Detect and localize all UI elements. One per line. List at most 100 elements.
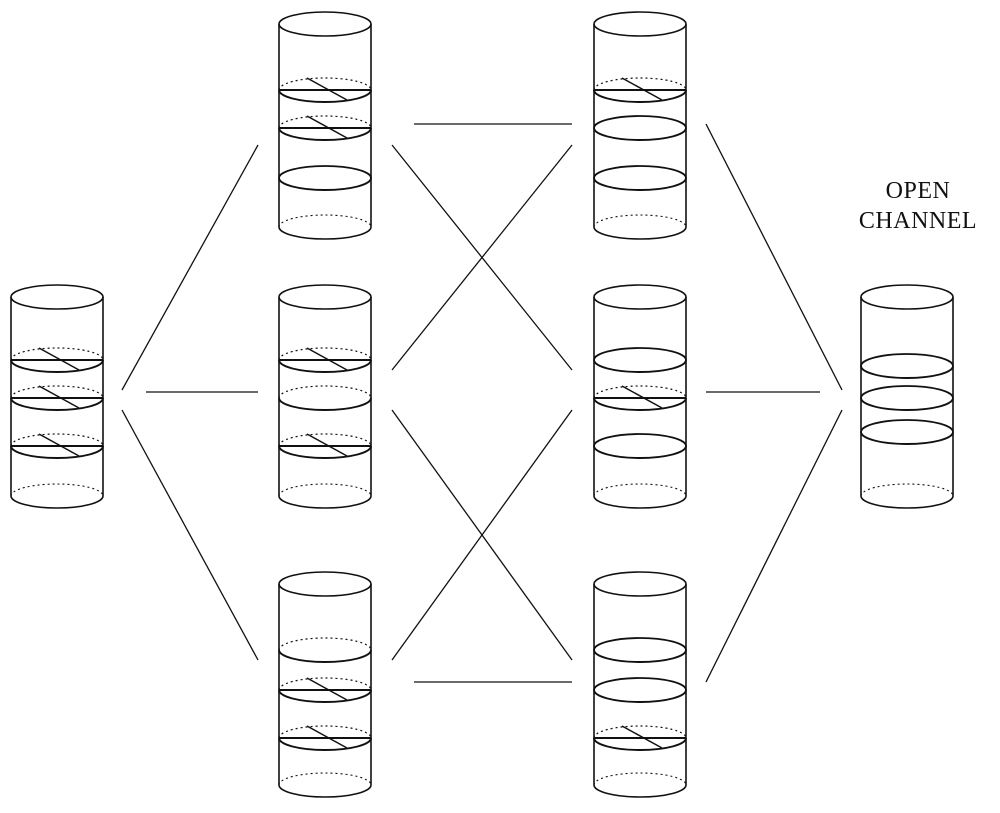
transition-line bbox=[705, 409, 843, 683]
gate-ring bbox=[593, 115, 687, 141]
cylinder-col2-mid bbox=[593, 284, 687, 509]
transition-line bbox=[121, 409, 259, 661]
closed-gate-hatch bbox=[38, 347, 80, 371]
gate-ring bbox=[593, 165, 687, 191]
cylinder-bottom-back bbox=[278, 772, 372, 786]
gate-ring bbox=[278, 165, 372, 191]
cylinder-bottom-front bbox=[278, 495, 372, 509]
gate-ring-back bbox=[860, 385, 954, 399]
cylinder-top-rim bbox=[593, 11, 687, 37]
gate-ring bbox=[278, 115, 372, 141]
gate-ring-front bbox=[278, 127, 372, 141]
gate-ring-back bbox=[593, 433, 687, 447]
cylinder-bottom-front bbox=[860, 495, 954, 509]
gate-ring-front bbox=[593, 359, 687, 373]
gate-ring bbox=[593, 433, 687, 459]
gate-ring-front bbox=[278, 649, 372, 663]
gate-ring bbox=[593, 385, 687, 411]
gate-ring-front bbox=[593, 127, 687, 141]
gate-ring-back bbox=[593, 677, 687, 691]
gate-ring-back bbox=[860, 353, 954, 367]
closed-gate-hatch bbox=[621, 385, 663, 409]
gate-ring-back bbox=[278, 165, 372, 179]
cylinder-top-rim bbox=[593, 571, 687, 597]
cylinder-col1-mid bbox=[278, 284, 372, 509]
gate-ring bbox=[593, 637, 687, 663]
gate-ring bbox=[278, 385, 372, 411]
gate-ring-front bbox=[278, 737, 372, 751]
gate-ring-back bbox=[10, 385, 104, 399]
gate-ring-front bbox=[593, 689, 687, 703]
gate-ring-back bbox=[10, 347, 104, 361]
gate-ring-front bbox=[593, 649, 687, 663]
closed-gate-hatch bbox=[306, 725, 348, 749]
gate-ring-front bbox=[10, 397, 104, 411]
gate-ring bbox=[278, 637, 372, 663]
gate-ring-front bbox=[10, 359, 104, 373]
transition-lines bbox=[121, 123, 843, 683]
cylinder-bottom-back bbox=[860, 483, 954, 497]
transition-line bbox=[391, 144, 573, 371]
cylinder-top-rim bbox=[593, 284, 687, 310]
cylinder-left bbox=[10, 284, 104, 509]
cylinder-col1-bot bbox=[278, 571, 372, 798]
cylinder-col1-top bbox=[278, 11, 372, 240]
closed-gate-hatch bbox=[306, 347, 348, 371]
gate-ring-back bbox=[10, 433, 104, 447]
gate-ring-back bbox=[860, 419, 954, 433]
gate-ring-front bbox=[593, 177, 687, 191]
closed-gate-hatch bbox=[306, 433, 348, 457]
gate-ring-back bbox=[278, 725, 372, 739]
gate-ring bbox=[10, 347, 104, 373]
gate-ring-back bbox=[593, 347, 687, 361]
cylinder-bottom-back bbox=[593, 772, 687, 786]
gate-ring-back bbox=[593, 115, 687, 129]
closed-gate-hatch bbox=[621, 77, 663, 101]
cylinder-bottom-back bbox=[593, 214, 687, 228]
gate-ring-back bbox=[593, 165, 687, 179]
gate-ring-front bbox=[593, 445, 687, 459]
gate-ring-front bbox=[278, 359, 372, 373]
gate-ring bbox=[860, 419, 954, 445]
gate-ring-front bbox=[860, 397, 954, 411]
channel-cylinders bbox=[10, 11, 954, 798]
gate-ring-front bbox=[278, 689, 372, 703]
gate-ring bbox=[278, 77, 372, 103]
gate-ring-back bbox=[593, 385, 687, 399]
gate-ring-front bbox=[593, 737, 687, 751]
gate-ring bbox=[10, 385, 104, 411]
gate-ring-front bbox=[860, 365, 954, 379]
gate-ring bbox=[593, 677, 687, 703]
cylinder-bottom-back bbox=[593, 483, 687, 497]
cylinder-bottom-back bbox=[10, 483, 104, 497]
gate-ring-back bbox=[278, 637, 372, 651]
gate-ring-back bbox=[278, 433, 372, 447]
cylinder-top-rim bbox=[278, 284, 372, 310]
gate-ring bbox=[593, 347, 687, 373]
cylinder-bottom-back bbox=[278, 214, 372, 228]
gate-ring-back bbox=[278, 677, 372, 691]
cylinder-col2-top bbox=[593, 11, 687, 240]
gate-ring-front bbox=[278, 445, 372, 459]
gate-ring-front bbox=[593, 89, 687, 103]
cylinder-bottom-front bbox=[593, 495, 687, 509]
gate-ring-back bbox=[278, 115, 372, 129]
cylinder-bottom-front bbox=[10, 495, 104, 509]
cylinder-bottom-front bbox=[278, 226, 372, 240]
closed-gate-hatch bbox=[306, 77, 348, 101]
gate-ring bbox=[860, 385, 954, 411]
transition-line bbox=[391, 409, 573, 661]
cylinder-top-rim bbox=[278, 571, 372, 597]
gate-ring-front bbox=[278, 89, 372, 103]
gate-ring-back bbox=[278, 347, 372, 361]
gate-ring bbox=[278, 677, 372, 703]
transition-line bbox=[705, 123, 843, 391]
closed-gate-hatch bbox=[306, 677, 348, 701]
gate-ring-back bbox=[593, 77, 687, 91]
transition-line bbox=[121, 144, 259, 391]
gate-ring bbox=[278, 347, 372, 373]
cylinder-open-channel bbox=[860, 284, 954, 509]
gate-ring bbox=[10, 433, 104, 459]
open-channel-label: OPEN CHANNEL bbox=[842, 176, 994, 236]
